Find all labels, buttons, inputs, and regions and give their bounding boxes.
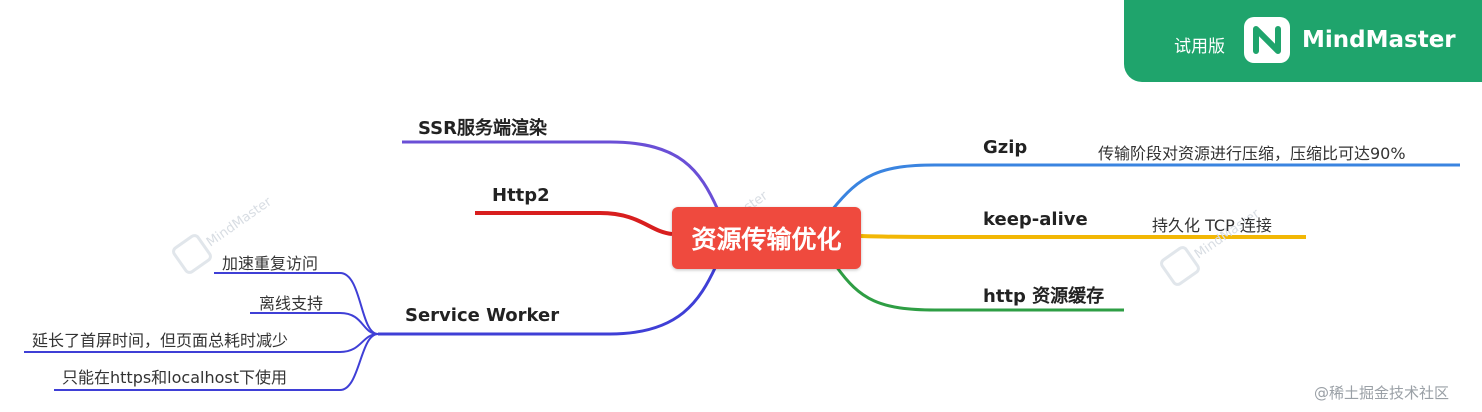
branch-ssr <box>402 140 720 211</box>
subtopic-accelerate-revisit[interactable]: 加速重复访问 <box>222 254 319 273</box>
brand-name: MindMaster <box>1302 27 1456 53</box>
branch-http2 <box>475 211 673 236</box>
topic-keep-alive[interactable]: keep-alive <box>983 209 1088 230</box>
subtopic-offline-support[interactable]: 离线支持 <box>259 294 324 313</box>
central-topic[interactable]: 资源传输优化 <box>672 207 861 269</box>
topic-http-cache[interactable]: http 资源缓存 <box>983 286 1105 307</box>
branch-service-worker <box>378 265 718 336</box>
central-topic-label: 资源传输优化 <box>691 225 842 254</box>
subtopic-https-localhost[interactable]: 只能在https和localhost下使用 <box>62 368 288 387</box>
trial-label: 试用版 <box>1174 37 1225 57</box>
subtopic-first-screen-time[interactable]: 延长了首屏时间，但页面总耗时减少 <box>32 331 289 350</box>
note-gzip[interactable]: 传输阶段对资源进行压缩，压缩比可达90% <box>1098 144 1406 163</box>
child-line-4 <box>54 333 379 391</box>
topic-http2[interactable]: Http2 <box>492 185 550 206</box>
footer-credit: @稀土掘金技术社区 <box>1314 384 1450 402</box>
branch-gzip <box>830 163 1460 211</box>
topic-service-worker[interactable]: Service Worker <box>405 305 560 326</box>
branch-http-cache <box>834 265 1124 312</box>
topic-ssr[interactable]: SSR服务端渲染 <box>418 118 547 139</box>
trial-badge[interactable]: 试用版 MindMaster <box>1124 0 1482 82</box>
child-line-2 <box>250 312 379 335</box>
mindmaster-logo-icon <box>1244 17 1290 63</box>
child-line-1 <box>214 272 379 335</box>
note-keep-alive[interactable]: 持久化 TCP 连接 <box>1152 216 1272 235</box>
branch-keep-alive <box>860 234 1306 239</box>
topic-gzip[interactable]: Gzip <box>983 137 1028 158</box>
